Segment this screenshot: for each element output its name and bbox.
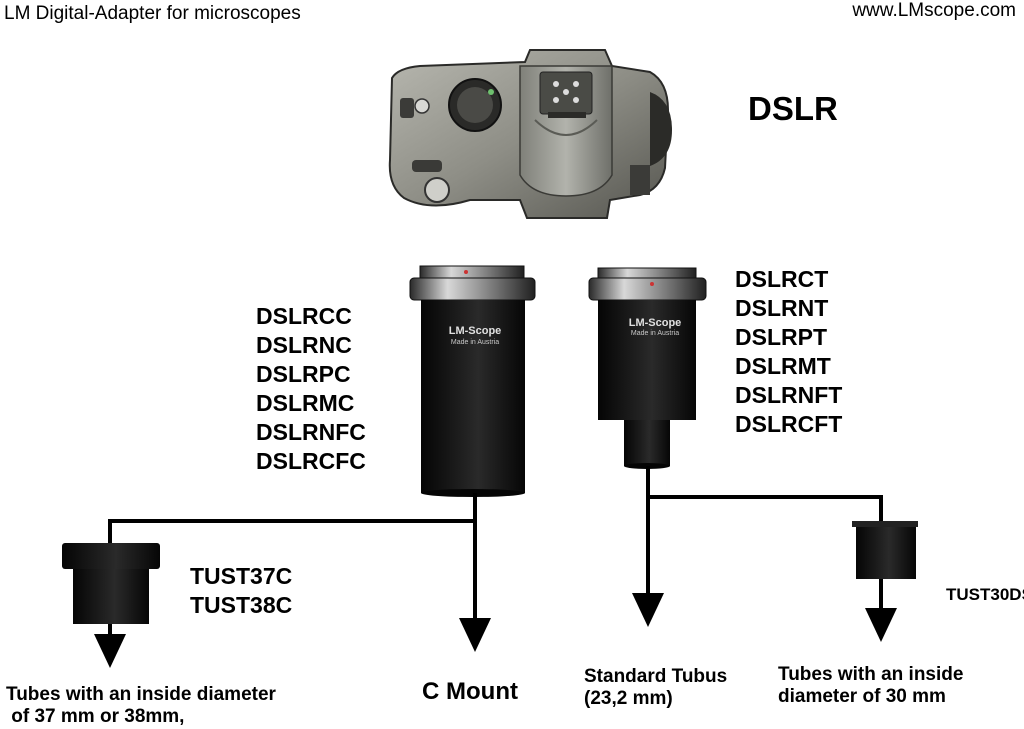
website-url: www.LMscope.com	[852, 0, 1016, 21]
tube-30-caption-line: diameter of 30 mm	[778, 686, 946, 707]
c-adapter-subtext: Made in Austria	[451, 339, 499, 346]
c-adapter-code: DSLRCC	[256, 303, 352, 329]
page-title: LM Digital-Adapter for microscopes	[4, 3, 301, 24]
c-adapter-code: DSLRPC	[256, 361, 351, 387]
tube-30-image	[852, 521, 918, 579]
tube-37-code: TUST37C	[190, 563, 293, 589]
standard-tubus-arrow	[632, 593, 664, 627]
t-adapter-code: DSLRPT	[735, 324, 827, 350]
c-mount-label: C Mount	[422, 678, 518, 705]
c-adapter-code-list: DSLRCC DSLRNC DSLRPC DSLRMC DSLRNFC DSLR…	[256, 302, 366, 476]
tube-37-caption-line: Tubes with an inside diameter	[6, 684, 276, 705]
t-adapter-code: DSLRNT	[735, 295, 829, 321]
tube-30-caption-line: Tubes with an inside	[778, 664, 964, 685]
tube-37-image	[62, 543, 160, 624]
t-branch-lines	[646, 466, 883, 595]
t-adapter-code: DSLRMT	[735, 353, 831, 379]
tube-37-caption: Tubes with an inside diameter of 37 mm o…	[6, 684, 276, 728]
tube-30-caption: Tubes with an inside diameter of 30 mm	[778, 664, 963, 708]
c-adapter-code: DSLRCFC	[256, 448, 366, 474]
t-adapter-subtext: Made in Austria	[631, 330, 679, 337]
tube-37-code-list: TUST37C TUST38C	[190, 562, 292, 620]
tube-30-code: TUST30DS	[946, 585, 1024, 604]
t-adapter-image	[588, 267, 707, 469]
tube-37-caption-line: of 37 mm or 38mm,	[6, 706, 185, 727]
tube-37-code: TUST38C	[190, 592, 293, 618]
standard-tubus-line: Standard Tubus	[584, 666, 728, 687]
c-mount-arrow	[459, 618, 491, 652]
standard-tubus-line: (23,2 mm)	[584, 688, 673, 709]
t-adapter-code: DSLRCFT	[735, 411, 843, 437]
standard-tubus-label: Standard Tubus (23,2 mm)	[584, 666, 727, 710]
tube-30-arrow	[865, 608, 897, 642]
dslr-label: DSLR	[748, 90, 838, 127]
c-adapter-code: DSLRNFC	[256, 419, 366, 445]
c-adapter-code: DSLRNC	[256, 332, 352, 358]
tube-37-arrow	[94, 634, 126, 668]
t-adapter-code: DSLRCT	[735, 266, 829, 292]
t-adapter-code: DSLRNFT	[735, 382, 843, 408]
c-branch-lines	[108, 493, 477, 620]
c-adapter-code: DSLRMC	[256, 390, 355, 416]
t-adapter-code-list: DSLRCT DSLRNT DSLRPT DSLRMT DSLRNFT DSLR…	[735, 265, 842, 439]
t-adapter-brand: LM-Scope	[629, 317, 682, 329]
c-adapter-brand: LM-Scope	[449, 325, 502, 337]
dslr-camera-image	[388, 49, 672, 219]
c-adapter-image	[409, 265, 536, 497]
